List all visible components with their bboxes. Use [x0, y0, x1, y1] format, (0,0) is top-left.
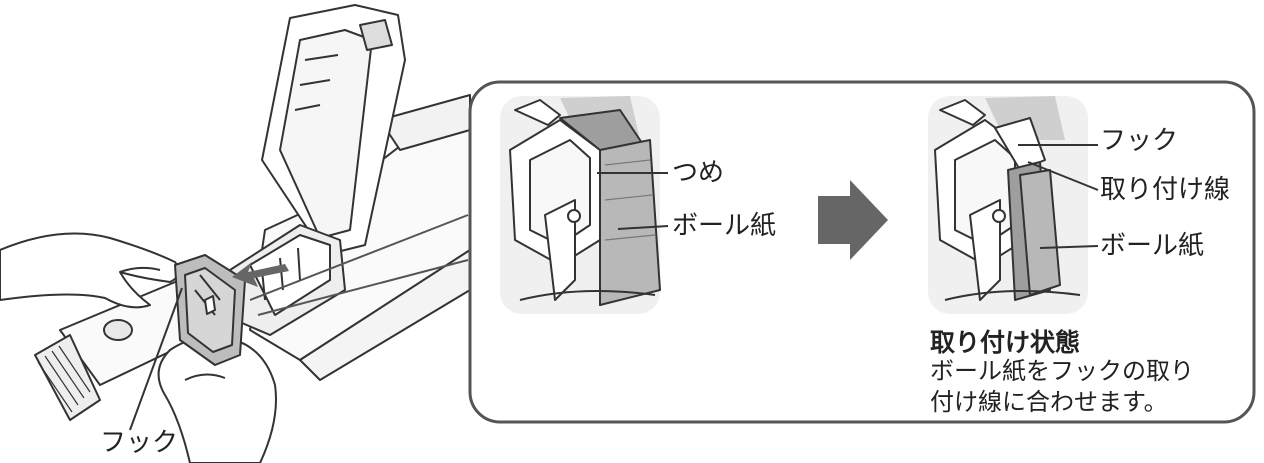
hook-leader-line [129, 287, 183, 431]
insert-arrow [232, 262, 289, 287]
installed-state-title: 取り付け状態 [930, 328, 1081, 357]
hook-label-right: フック [1100, 126, 1179, 156]
callout-guide-bottom [257, 259, 469, 316]
detail-before [500, 96, 661, 314]
claw-label: つめ [672, 158, 725, 188]
vacuum-illustration [0, 4, 471, 463]
cardboard-leader-right [1039, 245, 1099, 249]
callout-guide-top [249, 214, 469, 301]
installed-state-description: ボール紙をフックの取り 付け線に合わせます。 [930, 356, 1250, 418]
description-line-2: 付け線に合わせます。 [930, 388, 1168, 416]
mount-line-label: 取り付け線 [1100, 175, 1231, 205]
cardboard-label-left: ボール紙 [672, 211, 777, 241]
description-line-1: ボール紙をフックの取り [930, 357, 1194, 385]
direction-arrow [818, 180, 888, 260]
mount-line-leader [1027, 161, 1099, 191]
cardboard-label-right: ボール紙 [1100, 231, 1205, 261]
detail-after [928, 96, 1088, 314]
cardboard-leader-left [617, 225, 669, 230]
hook-label: フック [100, 428, 179, 458]
